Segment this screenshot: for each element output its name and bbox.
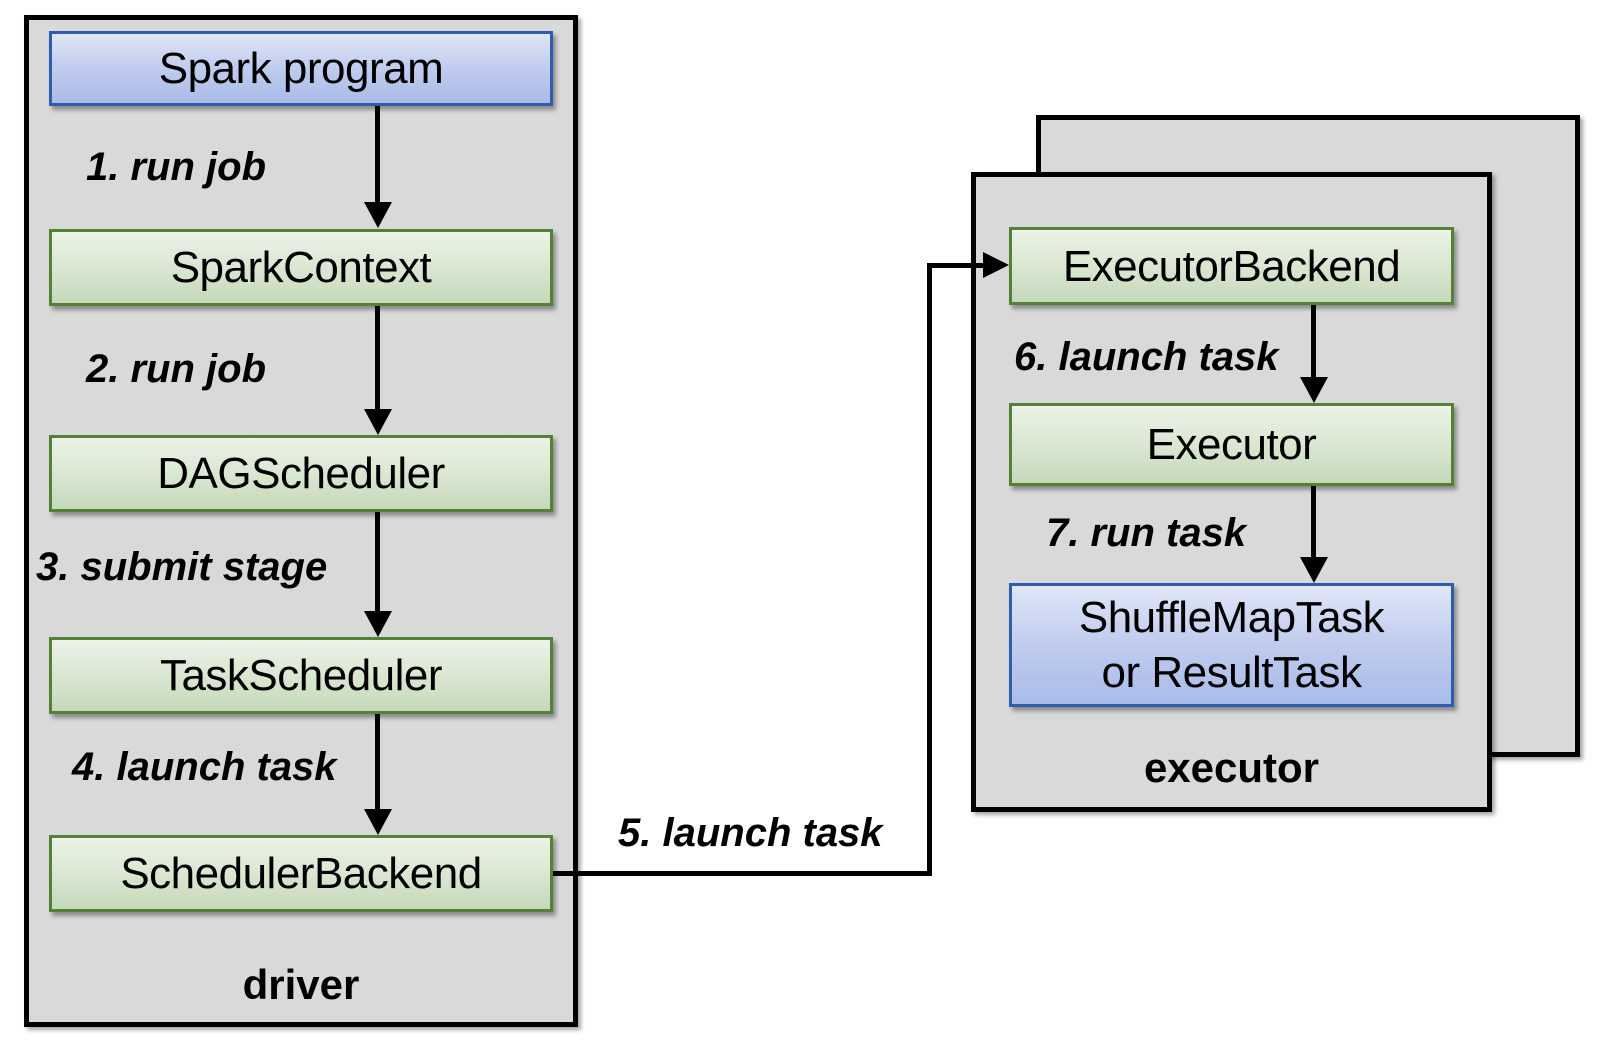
- node-spark-context-label: SparkContext: [170, 243, 432, 292]
- node-executor-backend-label: ExecutorBackend: [1062, 241, 1401, 291]
- node-spark-program-label: Spark program: [158, 44, 444, 93]
- step-label-2-run-job: 2. run job: [86, 347, 266, 391]
- node-task-label-line2: or ResultTask: [1101, 648, 1362, 697]
- node-executor-backend: ExecutorBackend: [1009, 227, 1454, 305]
- node-executor: Executor: [1009, 403, 1454, 486]
- step-label-5-launch-task: 5. launch task: [618, 811, 883, 855]
- arrow-6-arrowhead-icon: [1300, 377, 1328, 403]
- arrow-6-line: [1311, 305, 1316, 377]
- node-scheduler-backend: SchedulerBackend: [49, 835, 553, 912]
- step-label-6-launch-task: 6. launch task: [1014, 335, 1279, 379]
- driver-label: driver: [242, 960, 360, 1008]
- node-task-scheduler-label: TaskScheduler: [159, 651, 443, 700]
- executor-label: executor: [1143, 743, 1320, 791]
- step-label-4-launch-task: 4. launch task: [72, 745, 337, 789]
- node-dag-scheduler: DAGScheduler: [49, 435, 553, 512]
- node-shufflemaptask-or-resulttask: ShuffleMapTask or ResultTask: [1009, 583, 1454, 707]
- arrow-3-line: [375, 512, 380, 611]
- node-dag-scheduler-label: DAGScheduler: [157, 449, 445, 498]
- arrow-5-vertical-segment: [927, 263, 932, 876]
- arrow-4-line: [375, 714, 380, 809]
- arrow-1-line: [375, 106, 380, 202]
- step-label-1-run-job: 1. run job: [86, 145, 266, 189]
- node-task-label-line1: ShuffleMapTask: [1078, 593, 1385, 642]
- node-scheduler-backend-label: SchedulerBackend: [120, 849, 482, 898]
- node-executor-label: Executor: [1146, 420, 1317, 469]
- node-task-scheduler: TaskScheduler: [49, 637, 553, 714]
- arrow-2-line: [375, 306, 380, 409]
- arrow-5-horizontal-segment: [553, 871, 932, 876]
- arrow-2-arrowhead-icon: [364, 409, 392, 435]
- arrow-5-arrowhead-icon: [983, 252, 1009, 278]
- step-label-3-submit-stage: 3. submit stage: [36, 545, 328, 589]
- node-spark-program: Spark program: [49, 31, 553, 106]
- arrow-3-arrowhead-icon: [364, 611, 392, 637]
- arrow-7-line: [1311, 486, 1316, 557]
- arrow-4-arrowhead-icon: [364, 809, 392, 835]
- step-label-7-run-task: 7. run task: [1046, 511, 1247, 555]
- arrow-7-arrowhead-icon: [1300, 557, 1328, 583]
- arrow-5-entry-segment: [927, 263, 983, 268]
- arrow-1-arrowhead-icon: [364, 202, 392, 228]
- node-spark-context: SparkContext: [49, 229, 553, 306]
